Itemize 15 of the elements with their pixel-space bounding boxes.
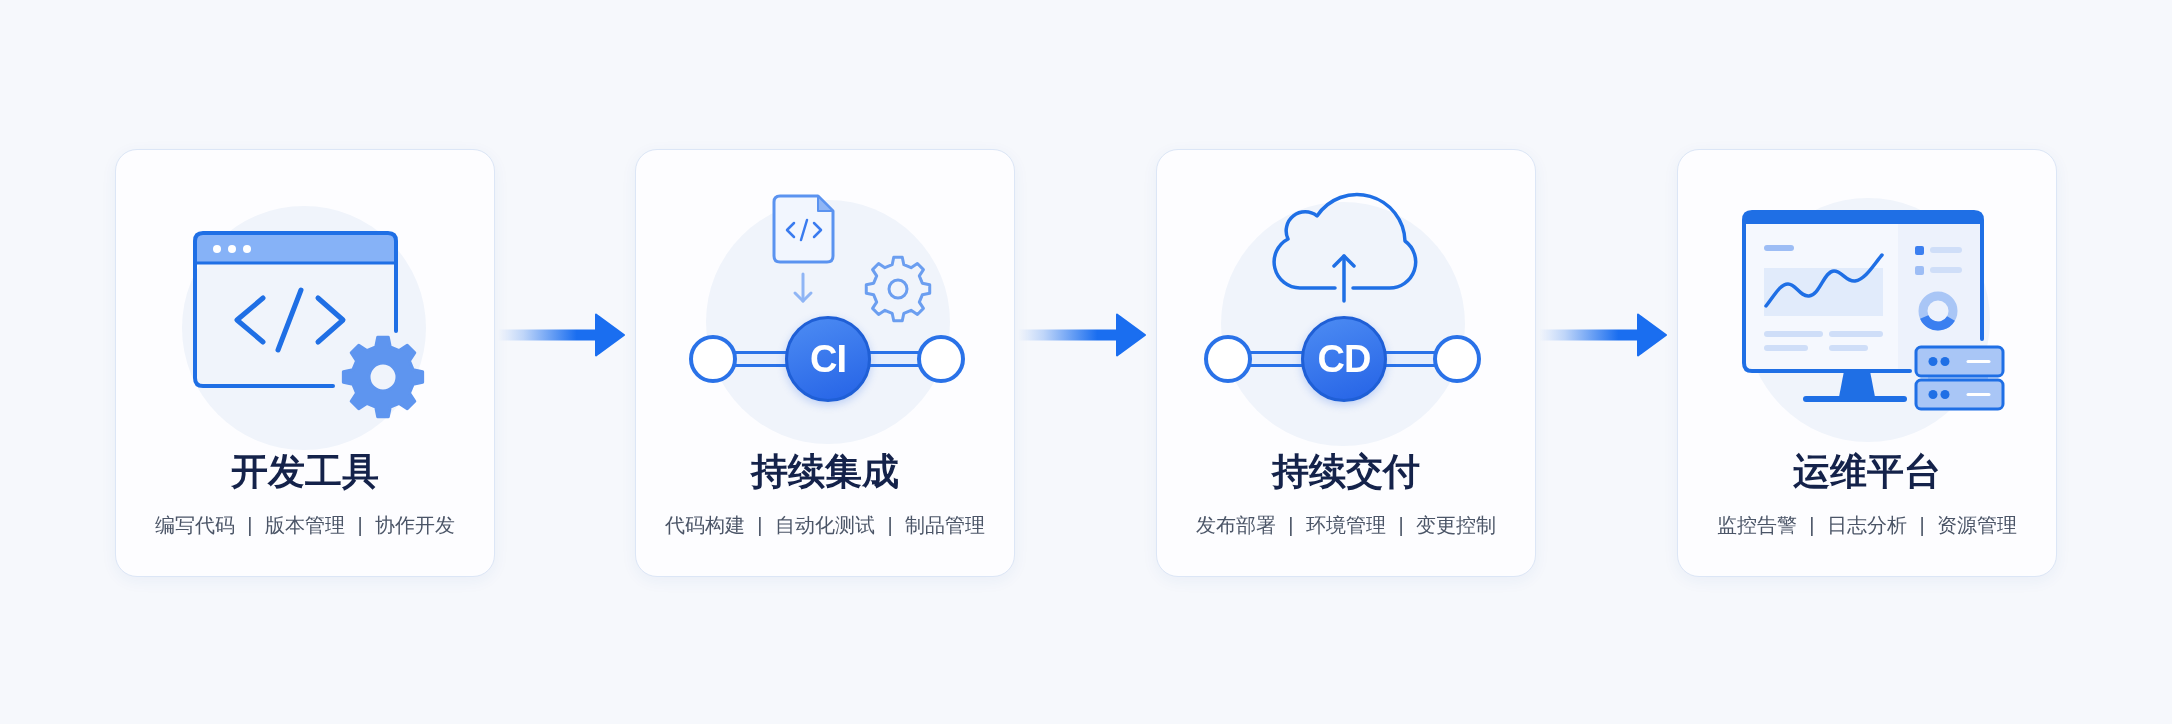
stage-card [1156, 149, 1536, 577]
arrow [1018, 313, 1146, 357]
card-title: 持续集成 [751, 450, 899, 494]
card-subtitle: 代码构建 | 自动化测试 | 制品管理 [664, 513, 986, 538]
card-subtitle: 编写代码 | 版本管理 | 协作开发 [154, 513, 456, 538]
card-title: 运维平台 [1793, 450, 1941, 494]
arrow [1539, 313, 1667, 357]
card-title: 持续交付 [1272, 450, 1420, 494]
card-subtitle: 监控告警 | 日志分析 | 资源管理 [1716, 513, 2018, 538]
card-title: 开发工具 [231, 450, 379, 494]
stage-card [115, 149, 495, 577]
stage-card [1677, 149, 2057, 577]
arrow [498, 313, 625, 357]
card-subtitle: 发布部署 | 环境管理 | 变更控制 [1195, 513, 1497, 538]
stage-card [635, 149, 1015, 577]
